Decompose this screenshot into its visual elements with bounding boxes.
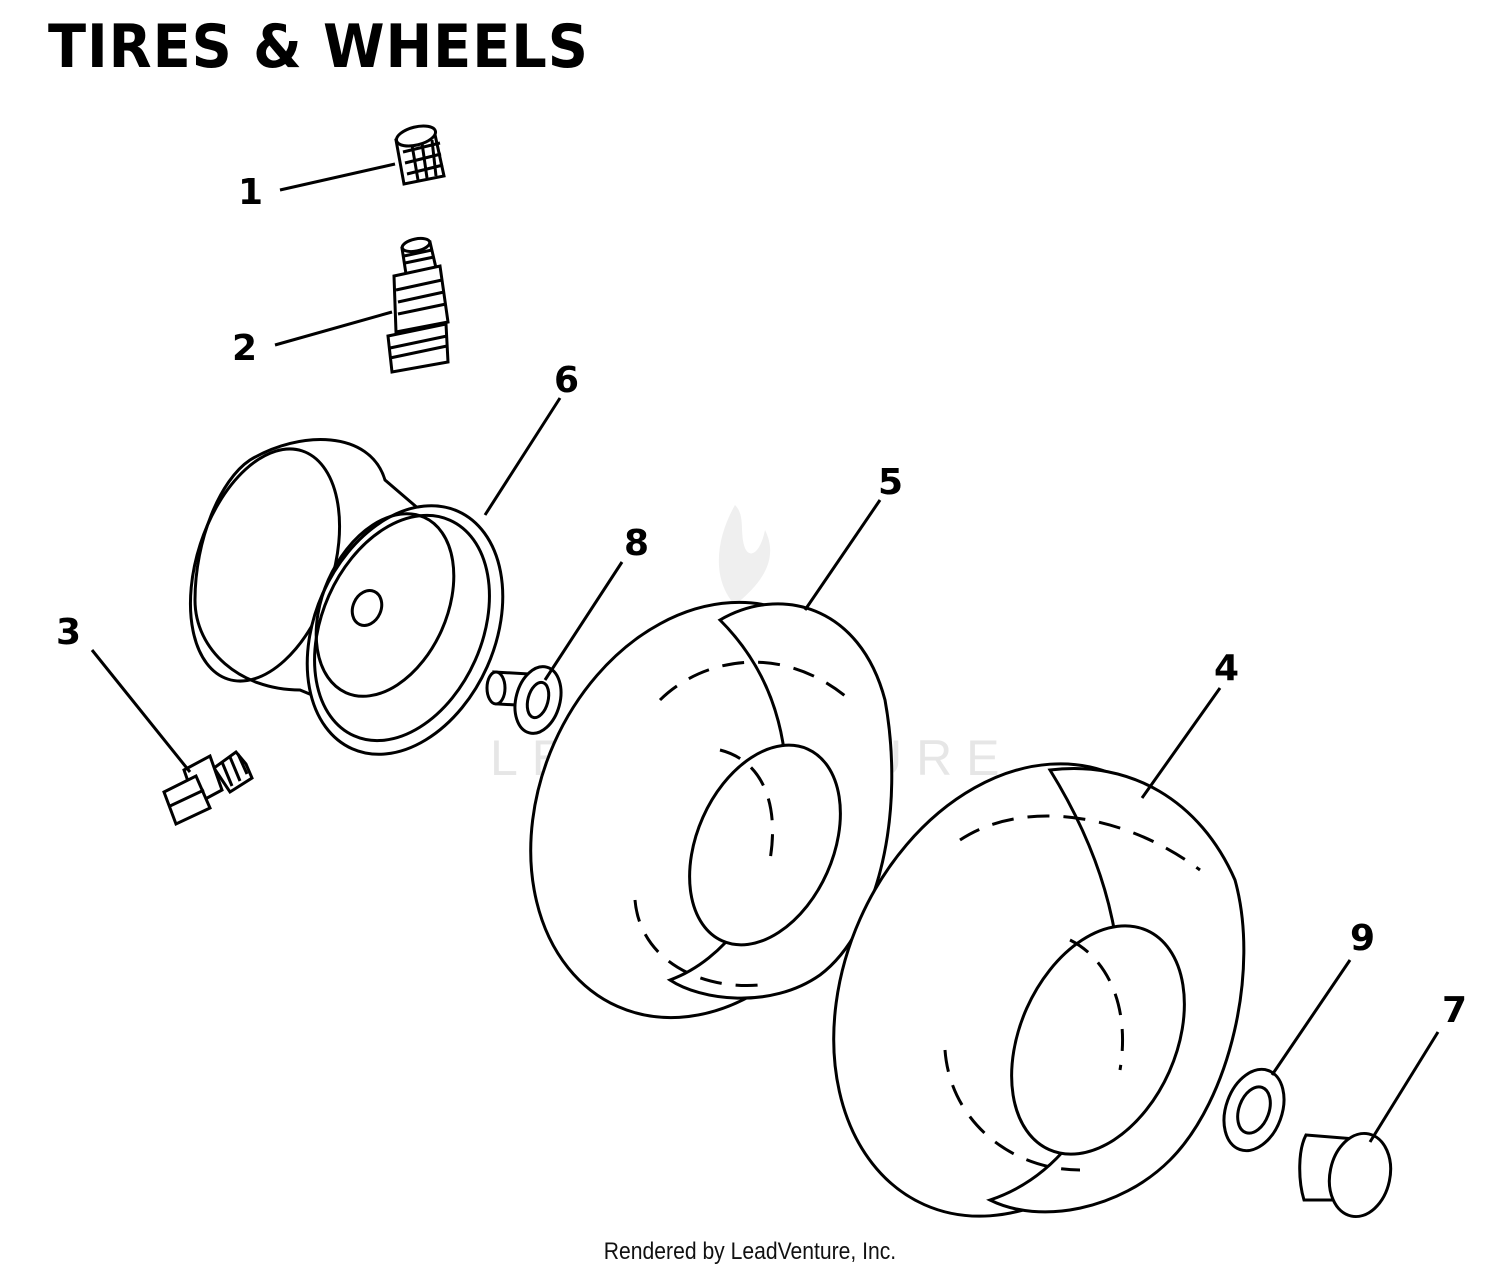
page-title: TIRES & WHEELS xyxy=(48,12,589,82)
tire-part xyxy=(529,600,894,1020)
tire-part-4 xyxy=(832,762,1246,1218)
leader-line-7 xyxy=(1368,1031,1440,1143)
leader-line-8 xyxy=(543,561,624,681)
callout-3: 3 xyxy=(56,612,81,653)
leader-line-1 xyxy=(279,162,396,192)
callout-2: 2 xyxy=(232,328,257,369)
footer-credit: Rendered by LeadVenture, Inc. xyxy=(603,1238,897,1265)
callout-6: 6 xyxy=(554,360,579,401)
leader-line-3 xyxy=(90,649,192,773)
valve-cap-part xyxy=(394,124,446,186)
callout-4: 4 xyxy=(1214,648,1239,689)
bushing-part xyxy=(485,665,563,735)
callout-7: 7 xyxy=(1442,990,1467,1031)
leader-line-2 xyxy=(274,310,393,347)
wheel-rim-part xyxy=(188,438,505,756)
valve-stem-part xyxy=(386,236,450,374)
callout-5: 5 xyxy=(878,462,903,503)
leader-line-6 xyxy=(483,397,562,516)
callout-9: 9 xyxy=(1350,918,1375,959)
leader-line-5 xyxy=(803,499,882,611)
callout-1: 1 xyxy=(238,172,263,213)
hub-cap-part xyxy=(1298,1131,1393,1219)
leader-line-9 xyxy=(1270,959,1352,1076)
bolt-part xyxy=(162,749,254,827)
callout-8: 8 xyxy=(624,523,649,564)
washer-part xyxy=(1222,1067,1286,1153)
leader-line-4 xyxy=(1140,687,1222,799)
